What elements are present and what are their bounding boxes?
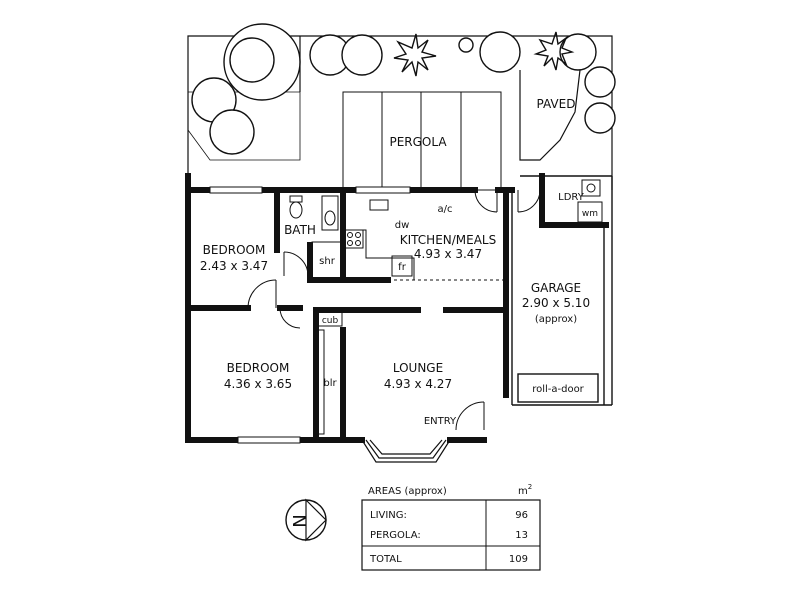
area-total-value: 109: [509, 554, 528, 565]
fixtures: [289, 179, 603, 435]
bay-window: [361, 439, 451, 463]
label-garage-dims: 2.90 x 5.10: [522, 296, 590, 310]
label-bath: BATH: [284, 223, 316, 237]
labels: PERGOLA PAVED BEDROOM 2.43 x 3.47 BATH s…: [200, 97, 598, 427]
area-total-label: TOTAL: [369, 554, 402, 565]
label-kitchen-dims: 4.93 x 3.47: [414, 247, 482, 261]
areas-title: AREAS (approx): [368, 486, 447, 497]
label-paved: PAVED: [537, 97, 576, 111]
label-cub: cub: [322, 316, 339, 326]
label-shower: shr: [319, 256, 336, 267]
north-icon: N: [290, 514, 311, 527]
door-swings: [247, 189, 541, 431]
label-bedroom-2-dims: 4.36 x 3.65: [224, 377, 292, 391]
label-roll-door: roll-a-door: [532, 384, 584, 395]
label-fridge: fr: [398, 262, 407, 273]
label-bedroom-2: BEDROOM: [227, 361, 290, 375]
windows: [209, 186, 411, 444]
label-kitchen: KITCHEN/MEALS: [400, 233, 497, 247]
label-bedroom-1-dims: 2.43 x 3.47: [200, 259, 268, 273]
label-laundry: LDRY: [558, 192, 585, 203]
label-blr: blr: [323, 378, 337, 389]
area-row-label: LIVING:: [370, 510, 407, 521]
label-bedroom-1: BEDROOM: [203, 243, 266, 257]
compass: N: [285, 498, 327, 542]
label-entry: ENTRY: [424, 416, 457, 427]
area-row-label: PERGOLA:: [370, 530, 421, 541]
label-garage-note: (approx): [535, 314, 577, 325]
label-dw: dw: [395, 220, 410, 231]
label-lounge-dims: 4.93 x 4.27: [384, 377, 452, 391]
label-garage: GARAGE: [531, 281, 581, 295]
label-pergola: PERGOLA: [389, 135, 447, 149]
area-row-value: 13: [515, 530, 528, 541]
tree-icon: [191, 23, 616, 155]
shrub-icon: [393, 31, 575, 77]
label-ac: a/c: [438, 204, 453, 215]
areas-table: AREAS (approx) m2 LIVING: 96 PERGOLA: 13…: [361, 483, 541, 571]
areas-unit: m2: [518, 483, 532, 497]
label-lounge: LOUNGE: [393, 361, 443, 375]
label-wm: wm: [582, 209, 598, 219]
garage-outline: [511, 175, 613, 406]
walls: [185, 173, 609, 443]
area-row-value: 96: [515, 510, 528, 521]
